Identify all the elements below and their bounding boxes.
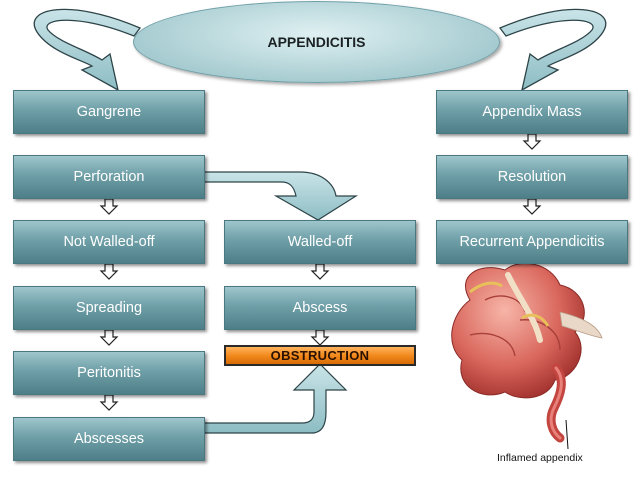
down-arrow	[99, 263, 119, 280]
inflamed-appendix-illustration	[451, 262, 603, 450]
down-arrow	[310, 263, 330, 280]
node-label: Peritonitis	[77, 365, 141, 381]
node-label: Appendix Mass	[482, 104, 582, 120]
curved-arrow-abscesses-to-obstruction	[203, 363, 348, 434]
node-abscesses: Abscesses	[13, 417, 205, 461]
node-resolution: Resolution	[436, 155, 628, 199]
curved-arrow-perforation-to-walled-off	[203, 171, 359, 221]
node-recurrent-appendicitis: Recurrent Appendicitis	[436, 220, 628, 264]
node-label: Abscesses	[73, 431, 145, 447]
node-label: Recurrent Appendicitis	[459, 234, 605, 250]
node-label: Resolution	[497, 169, 567, 185]
down-arrow	[310, 329, 330, 346]
node-label: OBSTRUCTION	[270, 348, 370, 363]
down-arrow	[522, 198, 542, 215]
node-label: Spreading	[75, 300, 143, 316]
node-label: Gangrene	[76, 104, 142, 120]
down-arrow	[99, 198, 119, 215]
node-label: Walled-off	[287, 234, 353, 250]
down-arrow	[99, 329, 119, 346]
node-abscess: Abscess	[224, 286, 416, 330]
down-arrow	[522, 133, 542, 150]
title-ellipse: APPENDICITIS	[133, 1, 500, 83]
node-label: Not Walled-off	[63, 234, 155, 250]
curved-arrow-to-appendix-mass	[498, 8, 607, 92]
node-label: Perforation	[73, 169, 145, 185]
down-arrow	[99, 394, 119, 411]
curved-arrow-to-gangrene	[33, 8, 142, 92]
node-obstruction: OBSTRUCTION	[224, 345, 416, 366]
node-gangrene: Gangrene	[13, 90, 205, 134]
diagram-title: APPENDICITIS	[267, 34, 366, 50]
node-walled-off: Walled-off	[224, 220, 416, 264]
node-not-walled-off: Not Walled-off	[13, 220, 205, 264]
node-spreading: Spreading	[13, 286, 205, 330]
node-label: Abscess	[292, 300, 348, 316]
node-perforation: Perforation	[13, 155, 205, 199]
node-appendix-mass: Appendix Mass	[436, 90, 628, 134]
illustration-caption: Inflamed appendix	[497, 452, 583, 464]
node-peritonitis: Peritonitis	[13, 351, 205, 395]
